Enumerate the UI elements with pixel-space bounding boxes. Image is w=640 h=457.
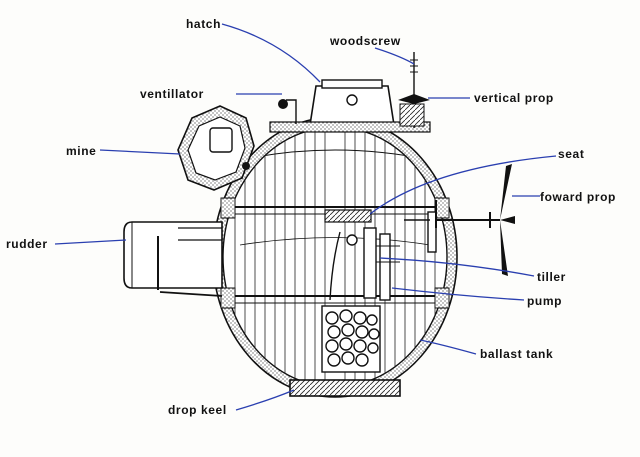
- labels: hatch woodscrew ventillator vertical pro…: [6, 17, 616, 417]
- leader-mine: [99, 149, 181, 155]
- mine: [177, 105, 255, 191]
- woodscrew-and-vertical-prop: [398, 52, 430, 128]
- leader-woodscrew: [374, 47, 415, 65]
- label-mine: mine: [66, 144, 96, 158]
- label-seat: seat: [558, 147, 584, 161]
- leader-seat: [369, 155, 557, 215]
- leader-pump: [391, 287, 525, 301]
- leader-ballast-tank: [419, 339, 477, 355]
- label-tiller: tiller: [537, 270, 566, 284]
- leader-drop-keel: [235, 389, 295, 411]
- hatch-tower: [269, 79, 431, 133]
- label-ballast-tank: ballast tank: [480, 347, 553, 361]
- rudder: [123, 221, 223, 297]
- label-pump: pump: [527, 294, 562, 308]
- leader-rudder: [54, 239, 127, 245]
- leader-lines: [54, 23, 557, 411]
- hull-ribs: [223, 127, 447, 387]
- label-hatch: hatch: [186, 17, 221, 31]
- interior-machinery: [324, 200, 437, 301]
- label-ventillator: ventillator: [140, 87, 204, 101]
- label-vertical-prop: vertical prop: [474, 91, 554, 105]
- label-drop-keel: drop keel: [168, 403, 227, 417]
- forward-prop: [430, 164, 515, 276]
- label-foward-prop: foward prop: [540, 190, 616, 204]
- leader-hatch: [221, 23, 321, 83]
- drop-keel: [289, 379, 401, 397]
- label-woodscrew: woodscrew: [329, 34, 401, 48]
- label-rudder: rudder: [6, 237, 48, 251]
- leader-tiller: [379, 257, 535, 277]
- ventillator: [278, 99, 297, 124]
- ballast-rocks: [321, 305, 381, 373]
